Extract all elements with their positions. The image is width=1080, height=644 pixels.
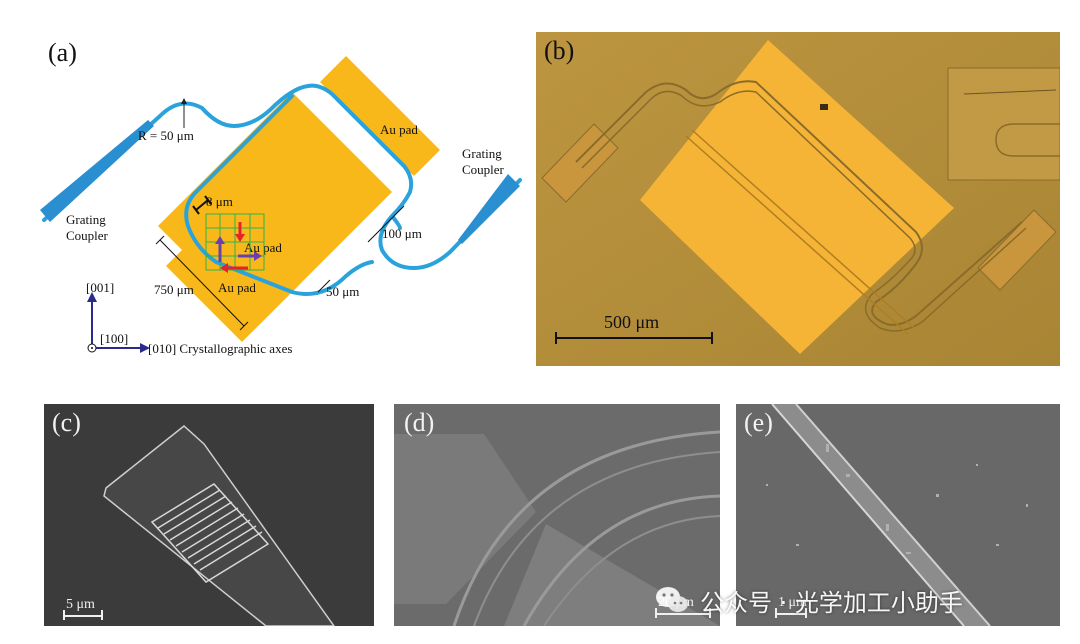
watermark-text: 公众号 · 光学加工小助手	[700, 588, 963, 617]
panel-e: 1 μm (e)	[736, 404, 1060, 626]
axis-100-label: [100]	[100, 331, 128, 346]
grating-coupler-left-label-2: Coupler	[66, 228, 109, 243]
grating-coupler-right-label-1: Grating	[462, 146, 502, 161]
waveguide	[42, 83, 522, 296]
au-pad-bottom-label: Au pad	[218, 280, 256, 295]
scale-bar-c-label: 5 μm	[66, 597, 95, 612]
scale-bar-e-label: 1 μm	[778, 595, 807, 610]
panel-b-label: (b)	[544, 36, 575, 65]
grating-coupler-right-label-2: Coupler	[462, 162, 505, 177]
panel-a: (a) R = 50 μm Grating Coupler Grating Co…	[30, 30, 530, 370]
grating-coupler-right-shape	[458, 174, 520, 244]
wechat-icon	[656, 587, 688, 612]
device-schematic: R = 50 μm Grating Coupler Grating Couple…	[40, 56, 522, 356]
axis-001-label: [001]	[86, 280, 114, 295]
panel-a-label: (a)	[48, 38, 77, 67]
dim-8-label: 8 μm	[206, 194, 233, 209]
au-pad-top	[320, 56, 440, 176]
grating-lines	[150, 483, 270, 583]
gold-pad-optical	[640, 40, 954, 354]
crystal-axes	[87, 292, 150, 353]
panel-c: 5 μm (c)	[44, 404, 374, 626]
dim-750-label: 750 μm	[154, 282, 194, 297]
scale-bar-b-label: 500 μm	[604, 312, 659, 332]
electrode-grid	[205, 213, 265, 271]
sem-grating-coupler: 5 μm	[44, 404, 374, 626]
grating-coupler-left-label-1: Grating	[66, 212, 106, 227]
grating-coupler-left-shape	[40, 120, 154, 222]
radius-label: R = 50 μm	[138, 128, 194, 143]
optical-micrograph: 500 μm	[536, 32, 1061, 366]
panel-e-label: (e)	[744, 408, 773, 437]
au-pad-center-label: Au pad	[244, 240, 282, 255]
panel-c-label: (c)	[52, 408, 81, 437]
au-pad-top-label: Au pad	[380, 122, 418, 137]
dim-50-label: 50 μm	[326, 284, 359, 299]
field-arrows	[215, 222, 262, 273]
watermark: 公众号 · 光学加工小助手	[652, 578, 1072, 622]
au-pad-bottom	[166, 206, 302, 342]
sem-waveguide-closeup: 1 μm	[736, 404, 1060, 626]
dim-100-label: 100 μm	[382, 226, 422, 241]
axis-010-label: [010] Crystallographic axes	[148, 341, 292, 356]
panel-b: 500 μm (b)	[536, 32, 1061, 366]
panel-d-label: (d)	[404, 408, 435, 437]
